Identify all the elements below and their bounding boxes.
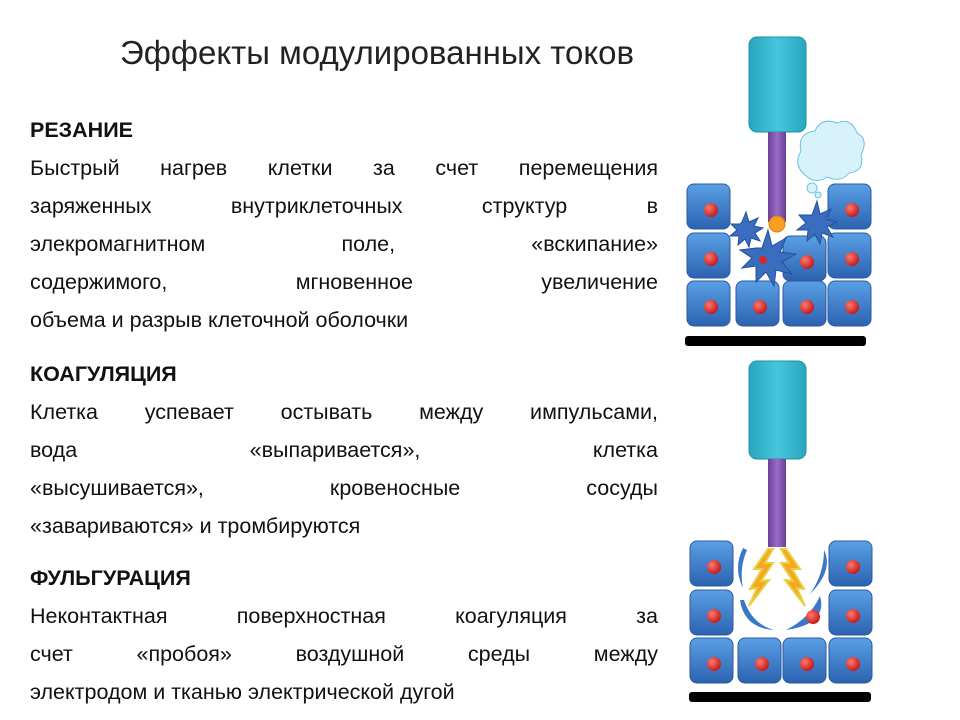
text-line: элекромагнитном поле, «вскипание» <box>30 232 658 256</box>
text-line: электродом и тканью электрической дугой <box>30 680 455 704</box>
base-plate <box>689 692 871 702</box>
lightning-icon <box>779 548 806 607</box>
text-line: вода «выпаривается», клетка <box>30 438 658 462</box>
section-coagulation: КОАГУЛЯЦИЯ Клетка успевает остывать межд… <box>30 355 658 545</box>
burst-icon <box>728 210 765 249</box>
burst-icon <box>738 228 798 288</box>
electrode <box>748 36 807 133</box>
text-line: объема и разрыв клеточной оболочки <box>30 308 409 332</box>
spark-ball <box>768 215 786 233</box>
text-line: содержимого, мгновенное увеличение <box>30 270 658 294</box>
text-line: Клетка успевает остывать между импульсам… <box>30 400 658 424</box>
section-fulguration: ФУЛЬГУРАЦИЯ Неконтактная поверхностная к… <box>30 559 658 711</box>
fulguration-illustration <box>689 360 873 702</box>
section-heading: КОАГУЛЯЦИЯ <box>30 362 177 386</box>
electrode <box>748 360 807 460</box>
electrode-rod <box>768 459 786 547</box>
electrode-rod <box>768 132 786 222</box>
burst-icon <box>795 199 839 246</box>
cell-fragment <box>740 600 774 630</box>
section-cutting: РЕЗАНИЕ Быстрый нагрев клетки за счет пе… <box>30 111 658 339</box>
text-line: счет «пробоя» воздушной среды между <box>30 642 658 666</box>
cutting-illustration <box>685 36 872 346</box>
slide-title: Эффекты модулированных токов <box>120 34 635 71</box>
section-heading: РЕЗАНИЕ <box>30 118 133 142</box>
text-line: Неконтактная поверхностная коагуляция за <box>30 604 658 628</box>
cell-fragment <box>810 550 827 594</box>
cell-fragment <box>738 548 747 588</box>
text-line: заряженных внутриклеточных структур в <box>30 194 658 218</box>
steam-cloud-icon <box>797 120 865 199</box>
base-plate <box>685 336 866 346</box>
section-heading: ФУЛЬГУРАЦИЯ <box>30 566 191 590</box>
text-line: «завариваются» и тромбируются <box>30 514 361 538</box>
lightning-icon <box>748 548 775 607</box>
text-line: «высушивается», кровеносные сосуды <box>30 476 658 500</box>
text-line: Быстрый нагрев клетки за счет перемещени… <box>30 156 658 180</box>
